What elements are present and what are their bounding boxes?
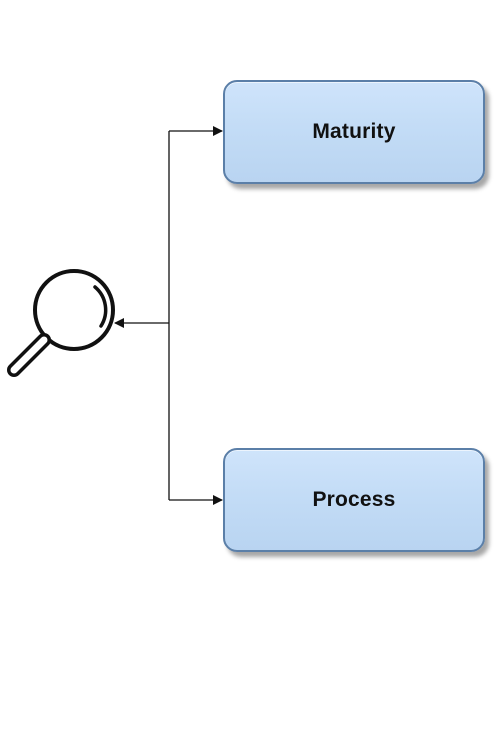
process-node: Process — [223, 448, 485, 552]
process-label: Process — [312, 488, 396, 511]
maturity-label: Maturity — [312, 120, 396, 143]
maturity-node: Maturity — [223, 80, 485, 184]
connector-lines — [114, 126, 223, 505]
magnifying-glass-icon — [7, 269, 115, 377]
